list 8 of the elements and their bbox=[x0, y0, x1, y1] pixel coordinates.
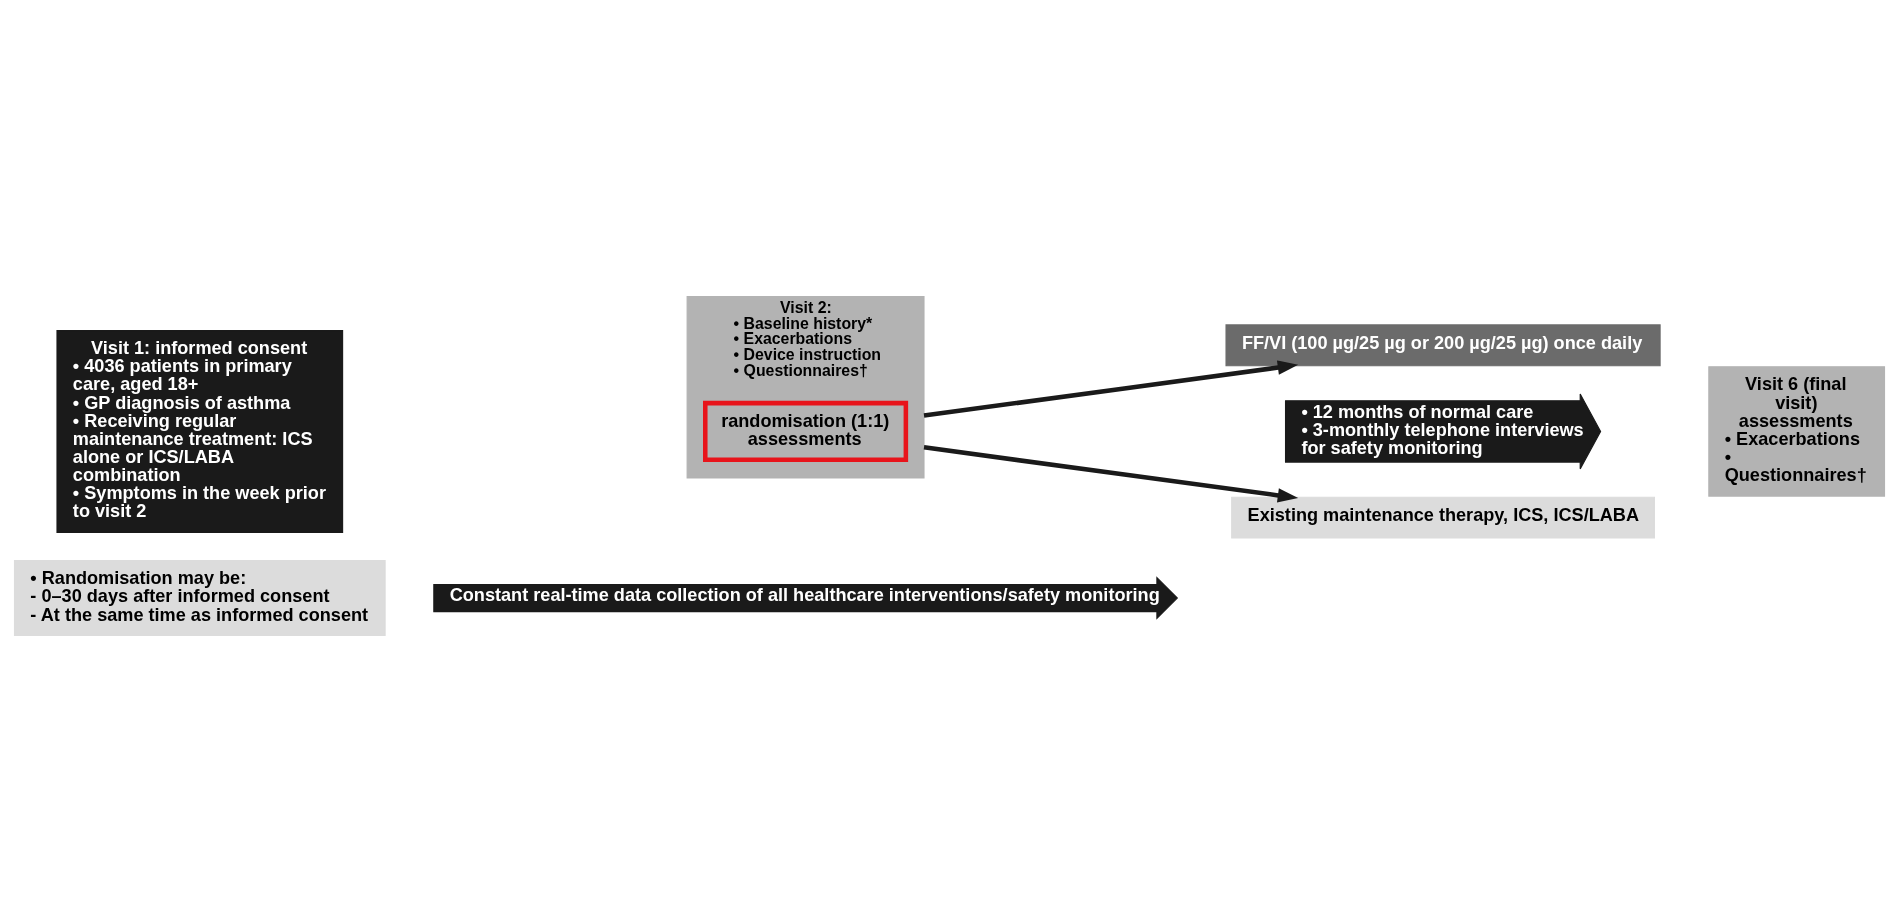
node-box: Existing maintenance therapy, ICS, ICS/LABA bbox=[1231, 496, 1655, 539]
node-box: • Randomisation may be: - 0–30 days after informed consent - At the same time as informed consent bbox=[13, 560, 386, 637]
node-box: Visit 6 (final visit) assessments • Exacerbations • Questionnaires† bbox=[1708, 366, 1886, 497]
node-box: Visit 1: informed consent • 4036 patients in primary care, aged 18+ • GP diagnosis of asthma • Receiving regular maintenance treatment: ICS alone or ICS/LABA combination • Symptoms in the week prior to visit 2 bbox=[56, 330, 344, 533]
arrow bbox=[923, 445, 1299, 503]
node-box: randomisation (1:1) assessments bbox=[703, 400, 909, 463]
arrow bbox=[923, 360, 1299, 418]
node-box: FF/VI (100 µg/25 µg or 200 µg/25 µg) once daily bbox=[1225, 324, 1661, 367]
